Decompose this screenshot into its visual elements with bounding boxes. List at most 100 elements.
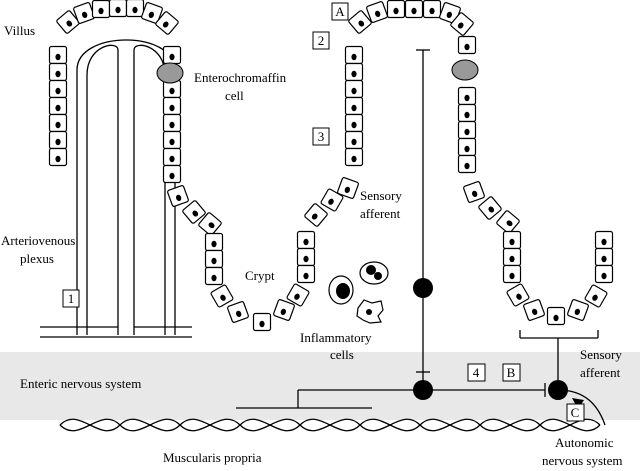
- label-crypt: Crypt: [245, 268, 275, 283]
- epithelial-cell-crypt2-right-71: [594, 264, 614, 284]
- epithelial-cell-villus2-right-55: [457, 120, 477, 140]
- label-sensory-afferent-top: Sensory: [360, 188, 402, 203]
- epithelial-cell-villus2-right-56: [457, 137, 477, 157]
- epithelial-cell-crypt2-desc-59: [478, 196, 502, 220]
- epithelial-cell-villus-top-12: [141, 2, 163, 24]
- label-sensory-afferent-right: Sensory: [580, 347, 622, 362]
- epithelial-cell-villus2-top-49: [422, 0, 442, 19]
- label-autonomic-2: nervous system: [542, 453, 623, 468]
- epithelial-cell-villus2-right-54: [457, 103, 477, 123]
- epithelial-cell-crypt-left-24: [204, 232, 224, 252]
- epithelial-cell-villus2-top-48: [404, 0, 424, 19]
- epithelial-cell-villus-top-13: [155, 11, 179, 35]
- epithelial-cell-villus-top-10: [108, 0, 128, 18]
- enterochromaffin-cell-left: [156, 62, 184, 84]
- box-3: 3: [312, 127, 330, 146]
- epithelial-cell-villus2-top-46: [366, 1, 388, 23]
- epithelial-cell-villus2-left-40: [344, 79, 364, 99]
- epithelial-cell-crypt2-bottom-64: [506, 283, 530, 307]
- epithelial-cell-crypt-bottom-30: [273, 299, 295, 321]
- epithelial-cell-crypt-bottom-27: [210, 284, 234, 308]
- epithelial-cell-villus-right-20: [162, 164, 182, 184]
- epithelial-cell-crypt2-right-69: [594, 230, 614, 250]
- epithelial-cell-villus-left-5: [48, 130, 68, 150]
- epithelial-cell-villus2-top-51: [450, 12, 474, 36]
- epithelial-cell-crypt2-left-61: [502, 230, 522, 250]
- label-enterochromaffin: Enterochromaffin: [194, 70, 287, 85]
- epithelial-cell-villus2-top-45: [348, 10, 372, 34]
- label-arteriovenous: Arteriovenous: [1, 233, 75, 248]
- label-sensory-afferent-right-2: afferent: [580, 365, 621, 380]
- inflammatory-cells: [328, 261, 389, 324]
- label-plexus: plexus: [20, 251, 54, 266]
- epithelial-cell-villus2-asc-35: [304, 203, 328, 227]
- epithelial-cell-crypt-right-32: [296, 230, 316, 250]
- box-1: 1: [62, 289, 80, 308]
- epithelial-cell-crypt2-bottom-65: [523, 299, 545, 321]
- epithelial-cell-villus-top-9: [91, 0, 111, 19]
- box-2-label: 2: [318, 33, 325, 48]
- epithelial-cell-crypt-desc-22: [182, 200, 206, 224]
- epithelial-cell-crypt2-bottom-67: [567, 299, 589, 321]
- box-B-label: B: [507, 365, 516, 380]
- box-2: 2: [312, 31, 330, 50]
- epithelial-cell-villus-top-11: [125, 0, 145, 18]
- label-enterochromaffin-cell: cell: [225, 88, 244, 103]
- epithelial-cell-villus-left-0: [48, 45, 68, 65]
- sensory-neuron: [413, 278, 433, 298]
- box-C: C: [566, 403, 585, 422]
- epithelial-cell-villus-left-1: [48, 62, 68, 82]
- epithelial-cell-crypt2-bottom-68: [584, 284, 608, 308]
- neural-pathways: [236, 49, 606, 426]
- epithelial-cell-crypt-desc-23: [198, 212, 222, 236]
- box-4-label: 4: [473, 365, 480, 380]
- epithelial-cell-villus2-left-43: [344, 130, 364, 150]
- epithelial-cell-villus2-left-41: [344, 96, 364, 116]
- enteric-neuron: [413, 380, 433, 400]
- epithelial-cell-crypt-right-34: [296, 264, 316, 284]
- epithelial-cell-villus-right-18: [162, 130, 182, 150]
- epithelial-cell-villus2-left-38: [344, 45, 364, 65]
- epithelial-cell-crypt2-bottom-66: [546, 306, 566, 326]
- epithelial-cell-crypt-left-25: [204, 249, 224, 269]
- enteric-band: [0, 352, 640, 420]
- epithelial-cell-villus-right-16: [162, 96, 182, 116]
- label-inflammatory-cells: cells: [330, 347, 354, 362]
- epithelial-cell-crypt-right-33: [296, 247, 316, 267]
- epithelial-cell-villus2-right-52: [457, 35, 477, 55]
- label-inflammatory: Inflammatory: [300, 330, 372, 345]
- epithelial-cell-villus-right-17: [162, 113, 182, 133]
- epithelial-cell-villus-top-7: [56, 10, 80, 34]
- epithelial-cell-villus-left-4: [48, 113, 68, 133]
- enterochromaffin-cell-right: [451, 59, 479, 81]
- epithelial-cell-crypt2-left-62: [502, 247, 522, 267]
- epithelial-cell-villus2-asc-37: [337, 177, 359, 199]
- box-4: 4: [467, 363, 486, 382]
- epithelial-cell-villus-right-14: [162, 45, 182, 65]
- label-muscularis: Muscularis propria: [163, 450, 262, 465]
- box-1-label: 1: [68, 291, 75, 306]
- muscularis-waves: [59, 418, 601, 432]
- box-A: A: [331, 2, 349, 21]
- box-B: B: [502, 363, 521, 382]
- box-A-label: A: [335, 4, 345, 19]
- epithelial-cell-crypt-bottom-31: [286, 283, 310, 307]
- epithelial-cell-crypt-bottom-29: [252, 312, 272, 332]
- epithelial-cell-villus-right-19: [162, 147, 182, 167]
- epithelial-cell-villus2-right-57: [457, 154, 477, 174]
- epithelial-cell-crypt2-right-70: [594, 247, 614, 267]
- epithelial-cell-crypt2-desc-60: [496, 210, 520, 234]
- epithelium: [48, 0, 614, 332]
- epithelial-cell-crypt2-desc-58: [463, 181, 485, 203]
- epithelial-cell-villus2-right-53: [457, 86, 477, 106]
- epithelial-cell-crypt-left-26: [204, 266, 224, 286]
- label-villus: Villus: [4, 23, 35, 38]
- epithelial-cell-villus-left-2: [48, 79, 68, 99]
- epithelial-cell-villus2-asc-36: [320, 188, 344, 212]
- epithelial-cell-crypt2-left-63: [502, 264, 522, 284]
- box-C-label: C: [571, 405, 580, 420]
- epithelial-cell-villus2-left-39: [344, 62, 364, 82]
- epithelial-cell-villus-left-6: [48, 147, 68, 167]
